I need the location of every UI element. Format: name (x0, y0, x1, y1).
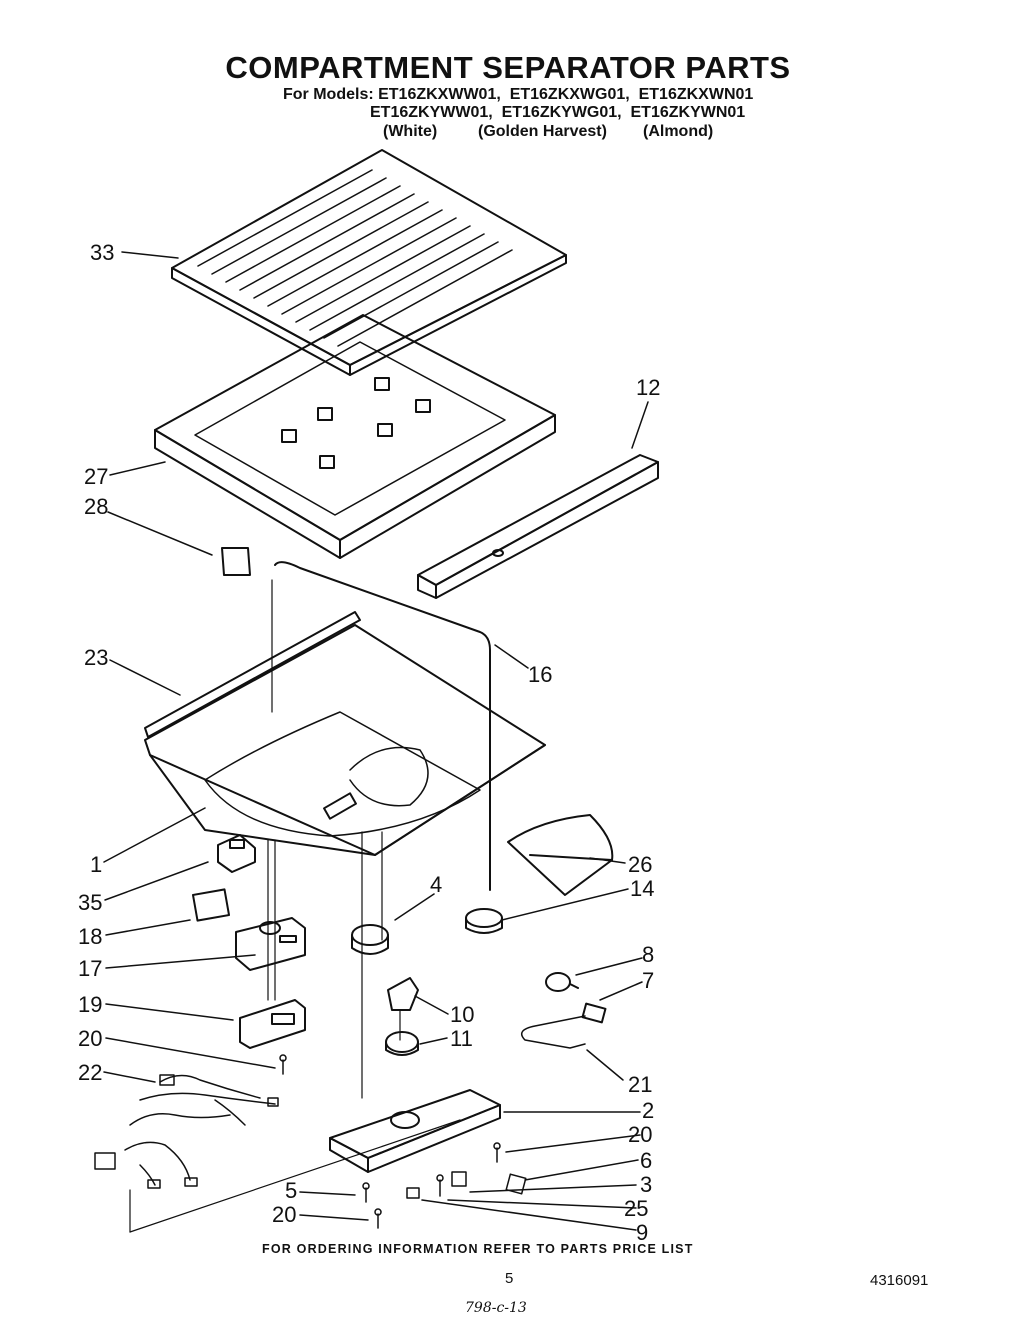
page-number: 5 (505, 1270, 514, 1287)
part-21-wire (520, 1015, 586, 1049)
callout-16: 16 (528, 662, 552, 687)
callout-25: 25 (624, 1196, 648, 1221)
callout-1: 1 (90, 852, 102, 877)
callout-8: 8 (642, 942, 654, 967)
page-title: COMPARTMENT SEPARATOR PARTS (225, 50, 791, 85)
color-golden-harvest: (Golden Harvest) (478, 123, 607, 140)
part-8-bulb (545, 972, 579, 992)
handwritten-note: 798-c-13 (465, 1300, 527, 1316)
part-26-deflector (507, 814, 614, 896)
document-number: 4316091 (870, 1272, 929, 1289)
callout-33: 33 (90, 240, 114, 265)
callout-20: 20 (78, 1026, 102, 1051)
part-10-thermostat (387, 977, 419, 1011)
part-11-knob (385, 1031, 419, 1056)
part-fasteners (279, 1054, 527, 1229)
callout-26: 26 (628, 852, 652, 877)
models-line-1: For Models: ET16ZKXWW01, ET16ZKXWG01, ET… (283, 86, 754, 103)
part-12-rail (417, 454, 659, 599)
callout-9: 9 (636, 1220, 648, 1245)
callout-11: 11 (450, 1026, 473, 1051)
part-22-wire-harness (94, 1074, 279, 1189)
callout-7: 7 (642, 968, 654, 993)
leader-lines (103, 251, 649, 1231)
callout-3: 3 (640, 1172, 652, 1197)
callout-12: 12 (636, 375, 660, 400)
callout-10: 10 (450, 1002, 474, 1027)
part-17-control-housing (235, 917, 306, 971)
callout-5: 5 (285, 1178, 297, 1203)
assembly-lines (129, 579, 461, 1233)
color-white: (White) (383, 123, 438, 140)
part-16-tube (274, 561, 491, 891)
callout-18: 18 (78, 924, 102, 949)
part-35-switch (217, 834, 256, 873)
part-23-separator-base (144, 611, 546, 856)
part-28-pad (221, 547, 251, 576)
part-2-lower-tray (329, 1089, 501, 1173)
callout-14: 14 (630, 876, 654, 901)
callout-22: 22 (78, 1060, 102, 1085)
callout-27: 27 (84, 464, 108, 489)
part-33-grille-cover (171, 149, 567, 376)
callout-35: 35 (78, 890, 102, 915)
models-line-2: ET16ZKYWW01, ET16ZKYWG01, ET16ZKYWN01 (370, 104, 746, 121)
part-7-socket (581, 1002, 607, 1024)
callout-20: 20 (272, 1202, 296, 1227)
callout-19: 19 (78, 992, 102, 1017)
part-14-grommet (465, 908, 503, 934)
callout-6: 6 (640, 1148, 652, 1173)
part-27-frame (154, 314, 556, 559)
callout-2: 2 (642, 1098, 654, 1123)
color-almond: (Almond) (643, 123, 714, 140)
callout-20: 20 (628, 1122, 652, 1147)
callout-21: 21 (628, 1072, 652, 1097)
callout-17: 17 (78, 956, 102, 981)
ordering-info: FOR ORDERING INFORMATION REFER TO PARTS … (262, 1242, 694, 1256)
part-4-mount (351, 924, 389, 955)
callout-23: 23 (84, 645, 108, 670)
part-18-bezel (191, 888, 231, 922)
callout-28: 28 (84, 494, 108, 519)
part-19-bracket (239, 999, 306, 1049)
callout-4: 4 (430, 872, 442, 897)
